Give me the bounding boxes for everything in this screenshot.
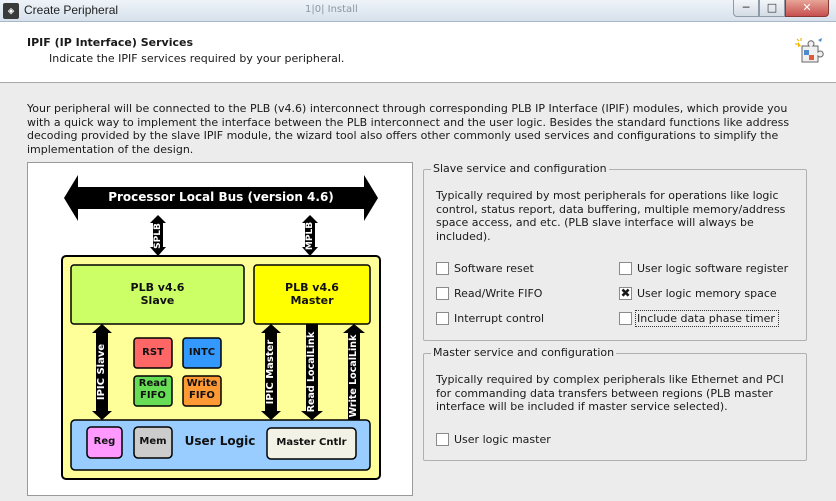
bus-arrow	[64, 175, 378, 221]
user-logic-software-register-label: User logic software register	[637, 261, 789, 275]
read-write-fifo-option[interactable]: Read/Write FIFO	[436, 285, 542, 301]
wizard-puzzle-icon	[795, 38, 824, 63]
diagram-graphic	[61, 175, 381, 480]
slave-group-legend: Slave service and configuration	[431, 162, 609, 175]
rst-block	[133, 337, 173, 369]
user-logic-master-label: User logic master	[454, 432, 551, 446]
write-locallink-arrow	[343, 324, 365, 420]
master-block-label-2: Master	[290, 294, 334, 307]
master-block-label-1: PLB v4.6	[285, 281, 339, 294]
background-tab-label: 1|0| Install	[305, 4, 358, 15]
page-title: IPIF (IP Interface) Services	[27, 36, 193, 49]
master-cntlr-label: Master Cntlr	[276, 437, 347, 448]
include-data-phase-timer-option[interactable]: Include data phase timer	[619, 309, 779, 327]
master-cntlr-block	[266, 427, 357, 460]
intc-label: INTC	[188, 347, 216, 358]
user-logic-label: User Logic	[184, 434, 256, 448]
intro-text: Your peripheral will be connected to the…	[27, 102, 790, 156]
mplb-arrow	[302, 215, 318, 256]
bus-label: Processor Local Bus (version 4.6)	[108, 190, 334, 204]
read-fifo-label-1: Read	[138, 378, 168, 389]
write-locallink-label: Write LocalLink	[348, 334, 359, 418]
ipic-slave-label: IPIC Slave	[96, 343, 107, 401]
ipif-diagram: Processor Local Bus (version 4.6) SPLB M…	[27, 162, 413, 496]
software-reset-checkbox[interactable]	[436, 261, 449, 275]
master-group-legend: Master service and configuration	[431, 346, 617, 359]
maximize-button[interactable]: □	[759, 0, 785, 17]
software-reset-label: Software reset	[454, 261, 534, 275]
title-bar: ◈ Create Peripheral 1|0| Install ─ □ ✕	[0, 0, 836, 22]
read-locallink-label: Read LocalLink	[306, 331, 317, 413]
user-logic-master-checkbox[interactable]	[436, 432, 449, 446]
minimize-button[interactable]: ─	[733, 0, 759, 17]
write-fifo-block	[182, 375, 222, 407]
wizard-header: IPIF (IP Interface) Services Indicate th…	[0, 22, 836, 83]
mplb-label: MPLB	[305, 221, 315, 251]
include-data-phase-timer-checkbox[interactable]	[619, 311, 632, 325]
software-reset-option[interactable]: Software reset	[436, 260, 534, 276]
user-logic-master-option[interactable]: User logic master	[436, 431, 551, 447]
include-data-phase-timer-label: Include data phase timer	[635, 309, 779, 327]
ipic-slave-arrow	[92, 324, 112, 420]
mem-block	[133, 426, 173, 459]
interrupt-control-checkbox[interactable]	[436, 311, 449, 325]
reg-label: Reg	[93, 436, 116, 447]
interrupt-control-label: Interrupt control	[454, 311, 545, 325]
splb-arrow	[150, 215, 166, 256]
interrupt-control-option[interactable]: Interrupt control	[436, 310, 544, 326]
slave-group-description: Typically required by most peripherals f…	[436, 189, 786, 243]
read-locallink-arrow	[301, 324, 323, 420]
reg-block	[86, 426, 123, 459]
plb-slave-block	[70, 264, 245, 325]
read-write-fifo-label: Read/Write FIFO	[454, 286, 543, 300]
user-logic-memory-space-option[interactable]: ✖ User logic memory space	[619, 285, 777, 301]
read-write-fifo-checkbox[interactable]	[436, 286, 449, 300]
read-fifo-block	[133, 375, 173, 407]
write-fifo-label-1: Write	[186, 378, 218, 389]
window-title: Create Peripheral	[24, 3, 119, 17]
user-logic-memory-space-label: User logic memory space	[637, 286, 777, 300]
user-logic-software-register-checkbox[interactable]	[619, 261, 632, 275]
user-logic-memory-space-checkbox[interactable]: ✖	[619, 285, 632, 300]
master-group-description: Typically required by complex peripheral…	[436, 373, 784, 413]
splb-label: SPLB	[153, 223, 163, 249]
user-logic-software-register-option[interactable]: User logic software register	[619, 260, 788, 276]
write-fifo-label-2: FIFO	[189, 390, 215, 401]
ipic-master-arrow	[261, 324, 281, 420]
slave-service-group: Slave service and configuration Typicall…	[423, 162, 807, 341]
app-icon: ◈	[3, 3, 19, 19]
slave-block-label-1: PLB v4.6	[130, 281, 185, 294]
rst-label: RST	[142, 347, 164, 358]
read-fifo-label-2: FIFO	[140, 390, 166, 401]
ipic-master-label: IPIC Master	[265, 339, 276, 405]
master-service-group: Master service and configuration Typical…	[423, 346, 807, 461]
intc-block	[182, 337, 222, 369]
slave-block-label-2: Slave	[140, 294, 175, 307]
mem-label: Mem	[139, 436, 167, 447]
close-button[interactable]: ✕	[785, 0, 829, 17]
page-subtitle: Indicate the IPIF services required by y…	[49, 52, 345, 65]
